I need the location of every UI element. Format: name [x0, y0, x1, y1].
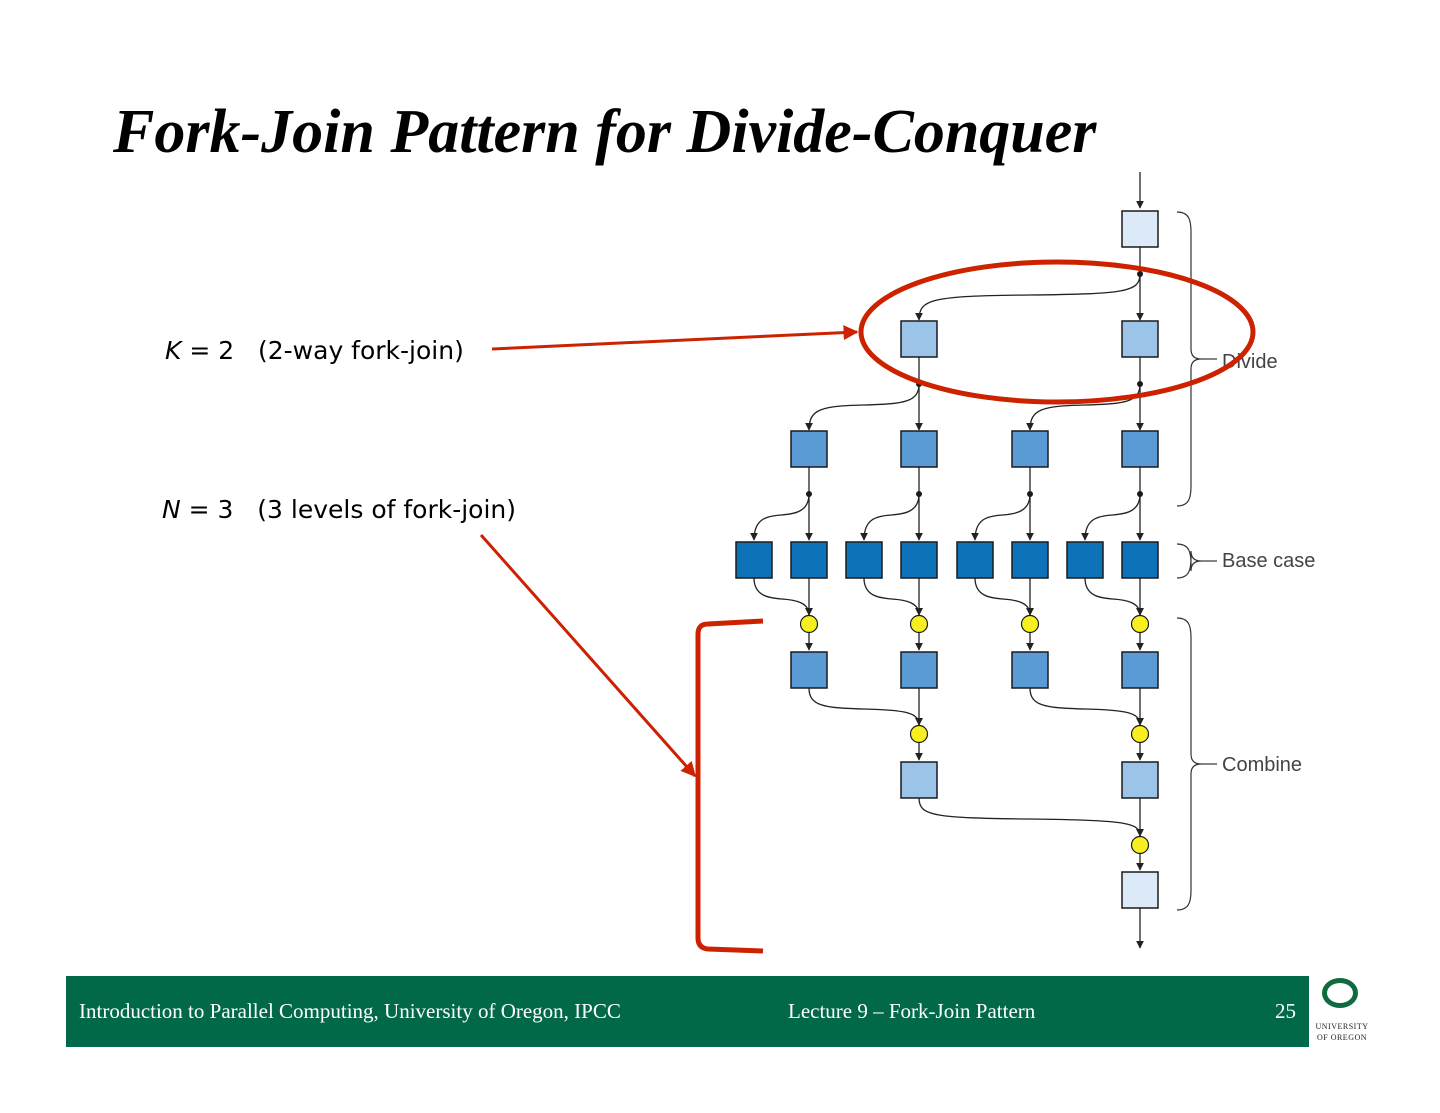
edge-curve	[805, 383, 920, 431]
n-variable: N	[162, 495, 181, 524]
fork-point	[1137, 271, 1143, 277]
join-node	[1020, 614, 1040, 634]
level1-task-node	[900, 320, 938, 358]
footer-bar: Introduction to Parallel Computing, Univ…	[66, 976, 1309, 1047]
n-parameter-text: N = 3 (3 levels of fork-join)	[162, 494, 516, 526]
fork-point	[1137, 381, 1143, 387]
join-node	[1130, 724, 1150, 744]
level2-task-node	[790, 430, 828, 468]
divide-label: Divide	[1222, 351, 1278, 373]
fork-point	[916, 491, 922, 497]
edge-curve	[1084, 577, 1144, 616]
edge-curve	[753, 577, 813, 616]
base-case-node	[845, 541, 883, 579]
diagram-edges	[750, 172, 1144, 949]
combine-level2-node	[900, 651, 938, 689]
edge-curve	[1026, 383, 1141, 431]
combine-label: Combine	[1222, 754, 1302, 776]
combine-level1-node	[900, 761, 938, 799]
edge-curve	[808, 687, 923, 726]
join-node	[909, 614, 929, 634]
level2-task-node	[1011, 430, 1049, 468]
fork-point	[1137, 491, 1143, 497]
diagram-nodes	[735, 210, 1159, 909]
edge-curve	[971, 493, 1031, 541]
k-parameter-text: K = 2 (2-way fork-join)	[165, 335, 464, 367]
edge-curve	[750, 493, 810, 541]
base-case-node	[1066, 541, 1104, 579]
edge-curve	[860, 493, 920, 541]
join-node	[1130, 614, 1150, 634]
base-case-label: Base case	[1222, 550, 1315, 572]
k-highlight-ellipse	[858, 259, 1256, 405]
base-case-node	[1011, 541, 1049, 579]
k-variable: K	[165, 336, 182, 365]
edge-curve	[1029, 687, 1144, 726]
fork-point	[806, 491, 812, 497]
level2-task-node	[1121, 430, 1159, 468]
red-annotations	[479, 259, 1256, 954]
edge-curve	[1081, 493, 1141, 541]
university-of-oregon-logo: UNIVERSITY OF OREGON	[1312, 978, 1372, 1048]
root-task-node	[1121, 210, 1159, 248]
combine-level2-node	[1011, 651, 1049, 689]
base-case-node	[900, 541, 938, 579]
base-case-node	[956, 541, 994, 579]
base-case-node	[790, 541, 828, 579]
brace	[1176, 617, 1202, 911]
edge-curve	[974, 577, 1034, 616]
k-pointer-arrow	[491, 325, 859, 351]
edge-curve	[863, 577, 923, 616]
result-node	[1121, 871, 1159, 909]
base-case-node	[1121, 541, 1159, 579]
level2-task-node	[900, 430, 938, 468]
combine-bracket	[695, 618, 764, 954]
join-node	[909, 724, 929, 744]
combine-level1-node	[1121, 761, 1159, 799]
edge-curve	[918, 797, 1144, 837]
logo-text-line2: OF OREGON	[1316, 1033, 1368, 1042]
brace	[1176, 211, 1202, 507]
footer-course-title: Introduction to Parallel Computing, Univ…	[79, 999, 621, 1023]
edge-curve	[915, 273, 1141, 321]
logo-text-line1: UNIVERSITY	[1315, 1022, 1369, 1031]
join-node	[799, 614, 819, 634]
combine-level2-node	[790, 651, 828, 689]
n-pointer-arrow	[479, 534, 697, 778]
base-case-node	[735, 541, 773, 579]
slide-title: Fork-Join Pattern for Divide-Conquer	[113, 98, 1097, 166]
n-description: = 3 (3 levels of fork-join)	[180, 495, 517, 524]
join-node	[1130, 835, 1150, 855]
oregon-o-icon	[1322, 978, 1358, 1008]
k-description: = 2 (2-way fork-join)	[181, 336, 464, 365]
footer-page-number: 25	[1275, 999, 1296, 1023]
footer-lecture-title: Lecture 9 – Fork-Join Pattern	[788, 999, 1036, 1023]
brace	[1176, 543, 1202, 579]
fork-point	[1027, 491, 1033, 497]
diagram-braces	[1176, 211, 1217, 911]
combine-level2-node	[1121, 651, 1159, 689]
level1-task-node	[1121, 320, 1159, 358]
